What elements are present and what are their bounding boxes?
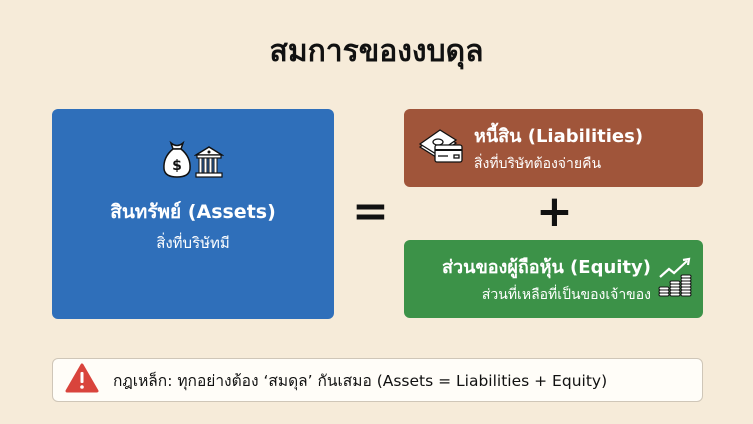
assets-icons: $	[162, 139, 225, 183]
bank-icon	[193, 145, 225, 183]
rule-banner: กฎเหล็ก: ทุกอย่างต้อง ‘สมดุล’ กันเสมอ (A…	[52, 358, 703, 402]
growth-coins-icon	[657, 257, 693, 301]
money-bag-icon: $	[162, 139, 192, 183]
page-title: สมการของงบดุล	[269, 34, 484, 69]
cash-and-card-icon	[418, 127, 464, 169]
liabilities-description: สิ่งที่บริษัทต้องจ่ายคืน	[474, 156, 602, 172]
warning-icon	[65, 363, 99, 397]
assets-card: $ สินทรัพย์ (Assets) สิ่งที่บริษัทมี	[52, 109, 334, 319]
svg-text:$: $	[172, 158, 182, 174]
rule-text: กฎเหล็ก: ทุกอย่างต้อง ‘สมดุล’ กันเสมอ (A…	[113, 371, 608, 390]
equals-sign: =	[352, 186, 389, 237]
liabilities-card: หนี้สิน (Liabilities) สิ่งที่บริษัทต้องจ…	[404, 109, 703, 187]
equity-label: ส่วนของผู้ถือหุ้น (Equity)	[442, 257, 651, 278]
assets-description: สิ่งที่บริษัทมี	[156, 234, 230, 252]
liabilities-label: หนี้สิน (Liabilities)	[474, 126, 644, 147]
assets-label: สินทรัพย์ (Assets)	[110, 201, 276, 223]
plus-sign: +	[536, 186, 573, 237]
equity-card: ส่วนของผู้ถือหุ้น (Equity) ส่วนที่เหลือท…	[404, 240, 703, 318]
equity-description: ส่วนที่เหลือที่เป็นของเจ้าของ	[481, 287, 651, 303]
